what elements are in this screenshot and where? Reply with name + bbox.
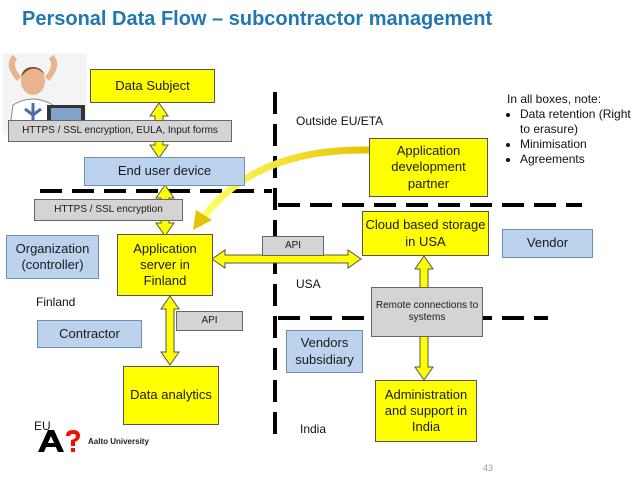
slide-title: Personal Data Flow – subcontractor manag…: [22, 8, 493, 30]
region-usa: USA: [296, 277, 321, 291]
arrow-server-cloud: [211, 249, 362, 269]
arrow-partner-server: [193, 146, 370, 230]
aalto-a-icon: [38, 430, 80, 452]
app-dev-partner-label: Application development partner: [391, 143, 466, 191]
note-item: Agreements: [520, 152, 638, 167]
region-finland: Finland: [36, 295, 76, 309]
admin-support-label: Administration and support in India: [384, 386, 468, 435]
remote-connections-box: Remote connections to systems: [371, 287, 483, 337]
end-user-device-box: End user device: [84, 157, 245, 186]
organization-label: Organization (controller): [15, 240, 90, 272]
note-item: Minimisation: [520, 137, 638, 152]
data-subject-label: Data Subject: [115, 77, 190, 93]
app-server-label: Application server in Finland: [133, 240, 197, 289]
vendors-subsidiary-box: Vendors subsidiary: [286, 330, 363, 373]
api-bottom-label: API: [201, 314, 218, 326]
end-user-device-label: End user device: [117, 163, 212, 179]
arrow-server-analytics: [160, 295, 180, 366]
vendors-subsidiary-label: Vendors subsidiary: [295, 335, 354, 367]
data-analytics-box: Data analytics: [123, 366, 219, 425]
notes-list: Data retention (Right to erasure) Minimi…: [507, 107, 638, 167]
contractor-box: Contractor: [37, 320, 142, 348]
https-encryption-label-box: HTTPS / SSL encryption: [34, 199, 183, 221]
page-number: 43: [483, 463, 494, 473]
https-eula-label-box: HTTPS / SSL encryption, EULA, Input form…: [8, 120, 232, 142]
region-india: India: [300, 422, 327, 436]
region-outside-eu: Outside EU/ETA: [296, 114, 384, 128]
api-top-label-box: API: [262, 236, 324, 256]
api-bottom-label-box: API: [176, 311, 243, 331]
organization-box: Organization (controller): [6, 235, 99, 279]
data-analytics-label: Data analytics: [130, 387, 212, 403]
data-subject-box: Data Subject: [90, 69, 215, 103]
api-top-label: API: [284, 239, 302, 251]
aalto-logo-text: Aalto University: [88, 436, 149, 446]
cloud-storage-label: Cloud based storage in USA: [365, 217, 486, 249]
aalto-logo: Aalto University: [36, 429, 149, 453]
admin-support-box: Administration and support in India: [375, 380, 477, 442]
app-server-box: Application server in Finland: [117, 234, 213, 296]
https-eula-label: HTTPS / SSL encryption, EULA, Input form…: [22, 124, 218, 136]
cloud-storage-box: Cloud based storage in USA: [362, 211, 489, 256]
vendor-box: Vendor: [502, 229, 593, 258]
contractor-label: Contractor: [59, 325, 120, 341]
notes-panel: In all boxes, note: Data retention (Righ…: [507, 92, 638, 167]
note-item: Data retention (Right to erasure): [520, 107, 638, 137]
https-encryption-label: HTTPS / SSL encryption: [54, 203, 163, 215]
region-eu: EU: [34, 419, 51, 433]
app-dev-partner-box: Application development partner: [369, 138, 488, 197]
remote-connections-label: Remote connections to systems: [375, 299, 479, 324]
notes-header: In all boxes, note:: [507, 92, 602, 106]
vendor-label: Vendor: [526, 235, 569, 251]
